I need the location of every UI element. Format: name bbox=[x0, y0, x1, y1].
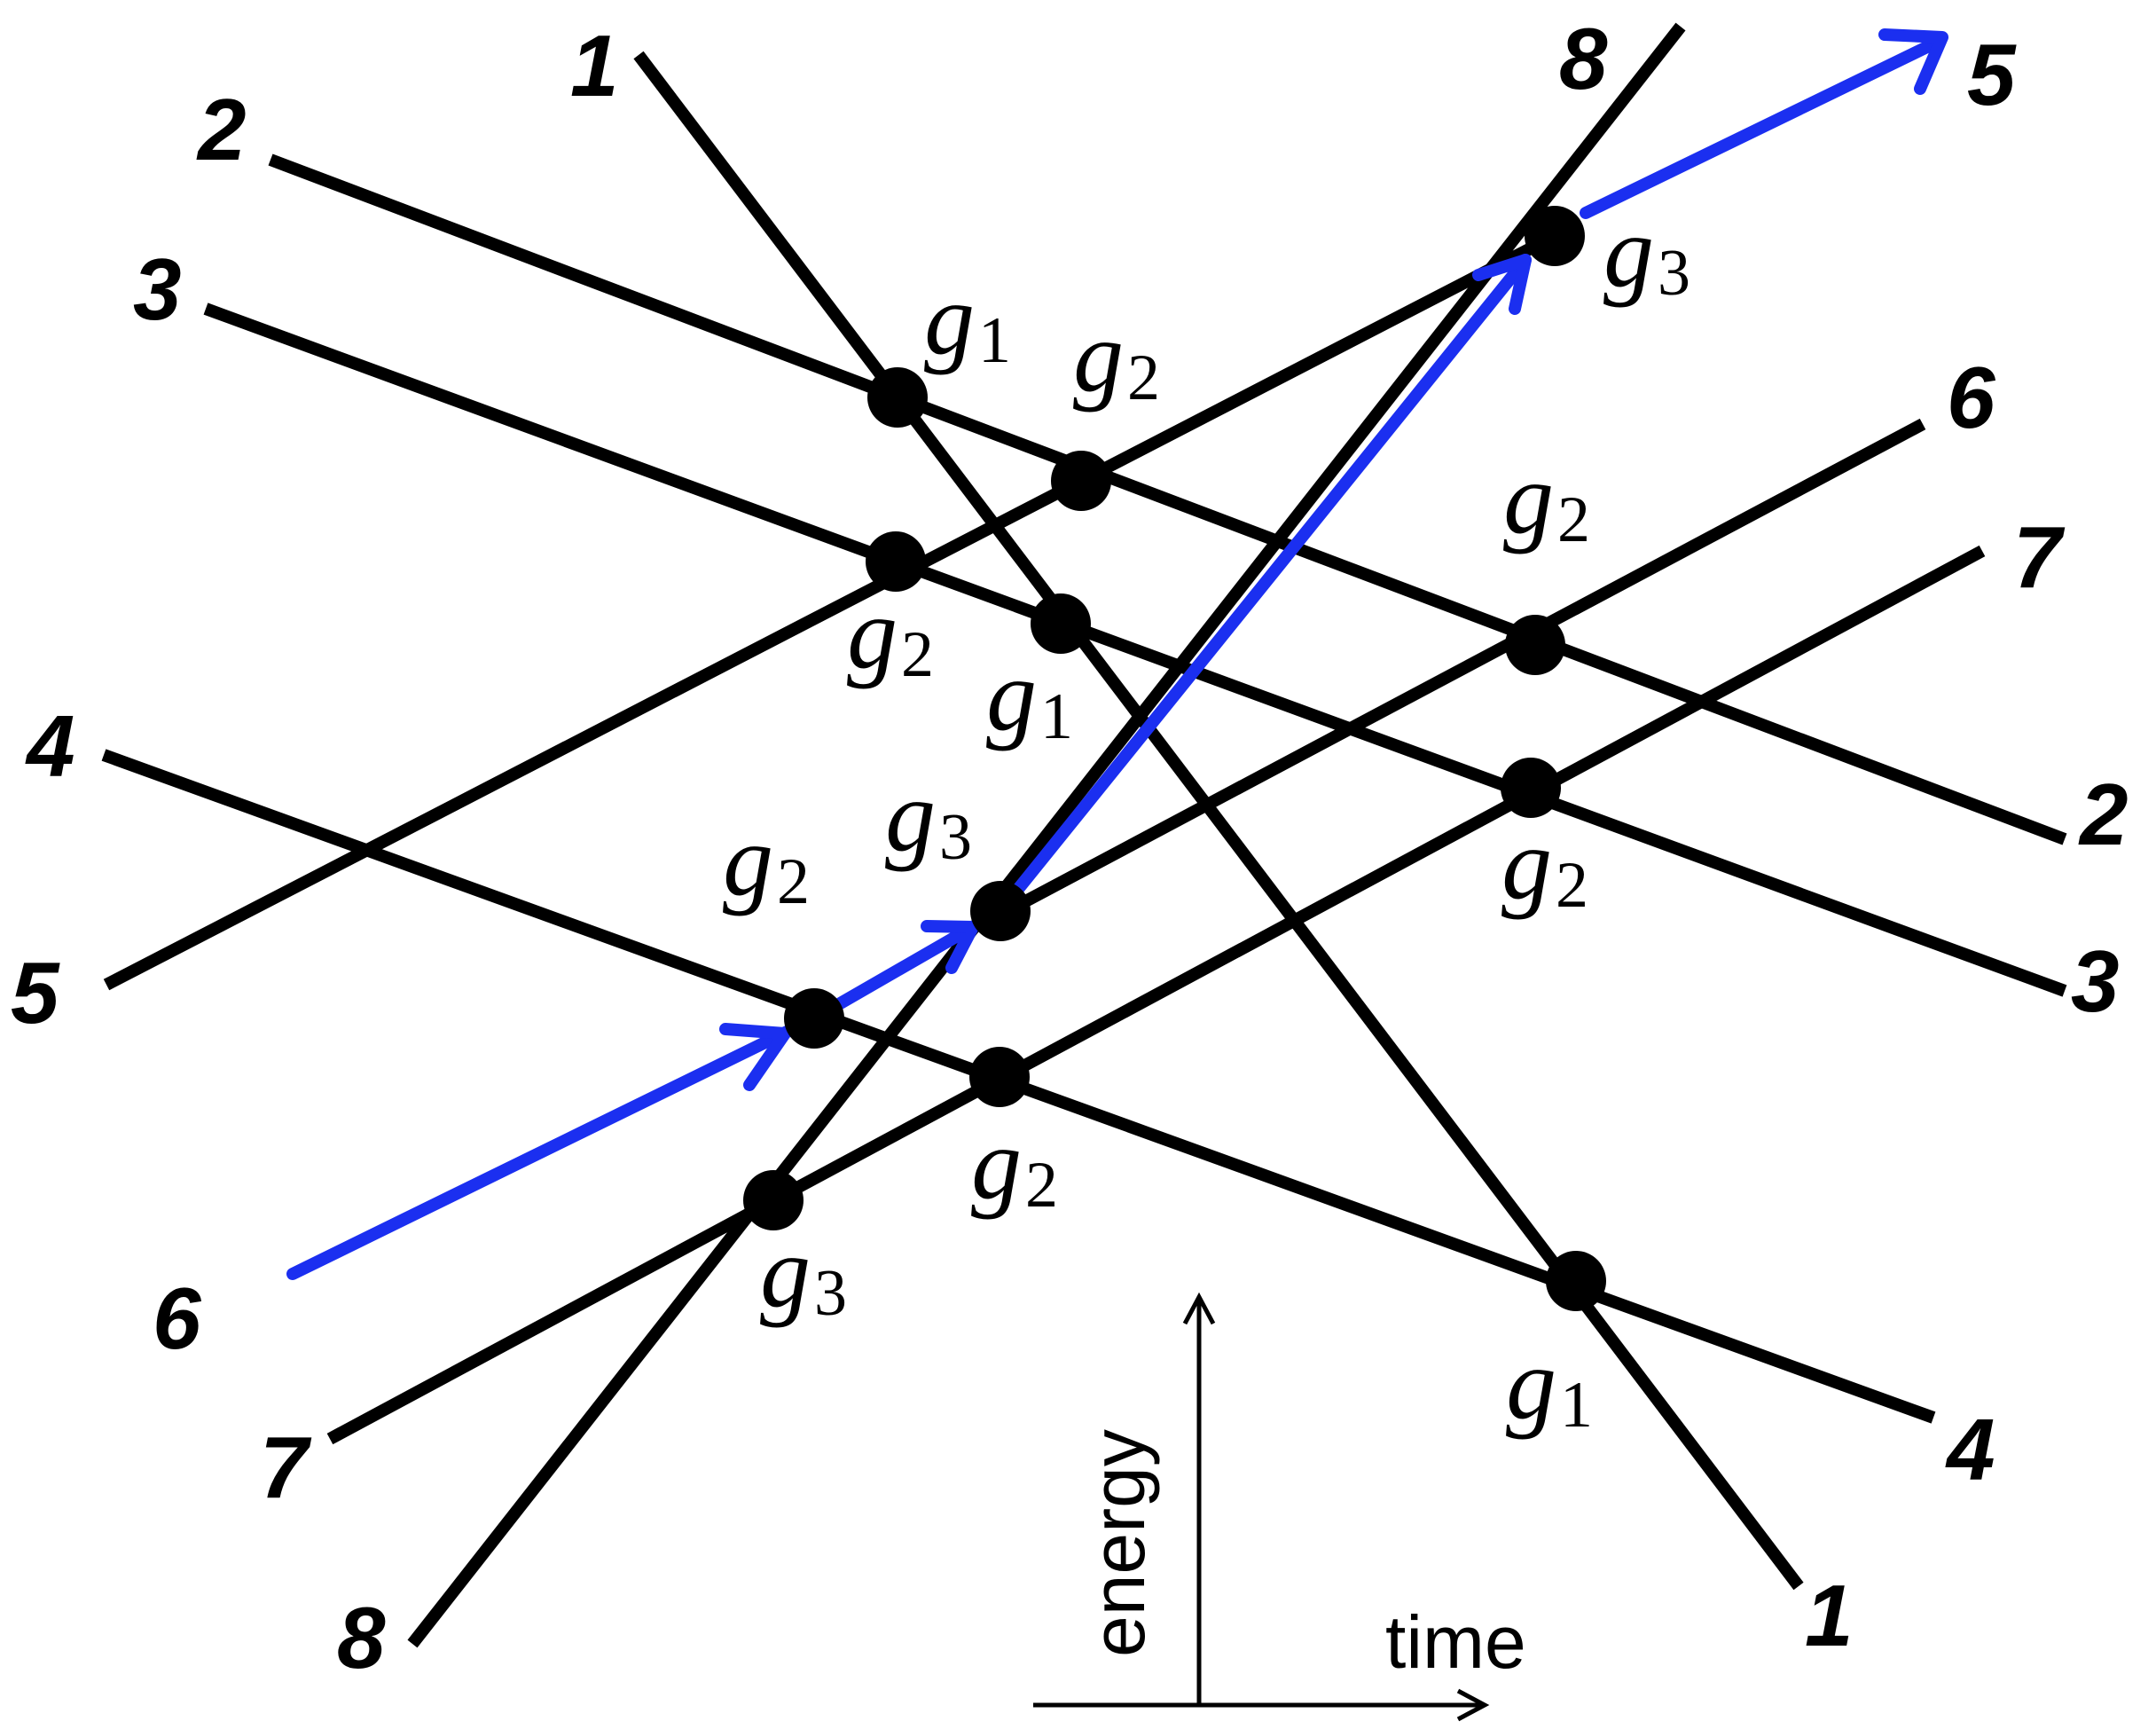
crossing-node-4-6 bbox=[784, 988, 844, 1049]
crossing-node-4-7 bbox=[969, 1047, 1030, 1107]
level-label-7-left: 7 bbox=[260, 1419, 312, 1516]
level-label-5-right: 5 bbox=[1967, 26, 2017, 123]
energy-axis-arrowhead bbox=[1182, 1292, 1216, 1325]
arrowhead-1 bbox=[719, 1023, 791, 1091]
coupling-label-5-8: g3 bbox=[1603, 195, 1690, 310]
level-line-3 bbox=[203, 303, 2067, 997]
level-label-3-right: 3 bbox=[2071, 932, 2120, 1030]
level-label-8-right: 8 bbox=[1559, 10, 1608, 107]
level-label-1-right: 1 bbox=[1805, 1567, 1854, 1664]
level-label-3-left: 3 bbox=[133, 240, 182, 338]
coupling-label-3-7: g2 bbox=[1501, 807, 1588, 922]
path-segment-5-out bbox=[1580, 36, 1942, 219]
level-line-2 bbox=[268, 153, 2067, 845]
coupling-label-2-6: g2 bbox=[1503, 442, 1590, 556]
time-axis-arrowhead bbox=[1456, 1688, 1490, 1722]
crossing-node-3-5 bbox=[866, 531, 926, 592]
crossing-node-1-2 bbox=[867, 367, 928, 428]
crossing-node-6-8 bbox=[970, 881, 1031, 941]
crossing-node-2-5 bbox=[1051, 451, 1111, 511]
coupling-label-1-2: g1 bbox=[924, 263, 1011, 377]
crossing-node-7-8 bbox=[743, 1170, 804, 1230]
level-line-6 bbox=[999, 418, 1926, 920]
level-label-1-left: 1 bbox=[570, 17, 619, 114]
time-axis-label: time bbox=[1385, 1600, 1526, 1684]
coupling-labels: g1 g2 g2 g1 g3 g2 g2 g2 g3 g2 g3 g1 bbox=[723, 195, 1690, 1442]
level-lines bbox=[101, 22, 2067, 1648]
highlighted-path bbox=[286, 28, 1948, 1280]
level-label-2-left: 2 bbox=[196, 81, 247, 178]
coupling-label-6-8: g3 bbox=[885, 759, 972, 874]
arrowhead-4 bbox=[1878, 28, 1948, 95]
crossing-node-5-8 bbox=[1525, 206, 1585, 266]
arrowhead-2 bbox=[921, 920, 979, 974]
level-label-4-right: 4 bbox=[1945, 1401, 1995, 1498]
coupling-label-1-4: g1 bbox=[1506, 1327, 1593, 1442]
level-line-5 bbox=[103, 230, 1558, 991]
level-label-7-right: 7 bbox=[2013, 508, 2066, 606]
path-segment-6-to-8 bbox=[994, 254, 1532, 917]
crossing-node-2-6 bbox=[1505, 615, 1565, 675]
level-line-7 bbox=[326, 545, 1986, 1445]
level-labels: 1 2 3 4 5 6 7 8 8 5 6 7 2 3 4 1 bbox=[11, 10, 2129, 1686]
level-line-1 bbox=[633, 51, 1804, 1591]
crossing-node-3-7 bbox=[1501, 758, 1561, 818]
crossing-nodes bbox=[743, 206, 1606, 1311]
arrowhead-3 bbox=[1472, 254, 1532, 315]
level-label-6-right: 6 bbox=[1947, 349, 1996, 446]
level-label-5-left: 5 bbox=[11, 944, 60, 1041]
coupling-label-3-5: g2 bbox=[847, 577, 934, 691]
coupling-label-4-6: g2 bbox=[723, 804, 810, 918]
level-label-2-right: 2 bbox=[2078, 766, 2129, 863]
coupling-label-2-5: g2 bbox=[1073, 300, 1160, 414]
coupling-label-7-8: g3 bbox=[760, 1215, 847, 1330]
energy-axis-label: energy bbox=[1077, 1429, 1160, 1657]
level-label-4-left: 4 bbox=[25, 697, 75, 795]
crossing-node-1-4 bbox=[1546, 1251, 1606, 1311]
path-segment-6-in bbox=[286, 1012, 820, 1280]
level-line-8 bbox=[407, 22, 1686, 1648]
level-label-6-left: 6 bbox=[153, 1269, 202, 1367]
coupling-label-1-3: g1 bbox=[986, 639, 1073, 753]
axes-inset: energy time bbox=[1033, 1292, 1526, 1722]
coupling-label-4-7: g2 bbox=[971, 1107, 1058, 1222]
level-label-8-left: 8 bbox=[337, 1589, 386, 1686]
crossing-node-1-3 bbox=[1031, 593, 1091, 654]
